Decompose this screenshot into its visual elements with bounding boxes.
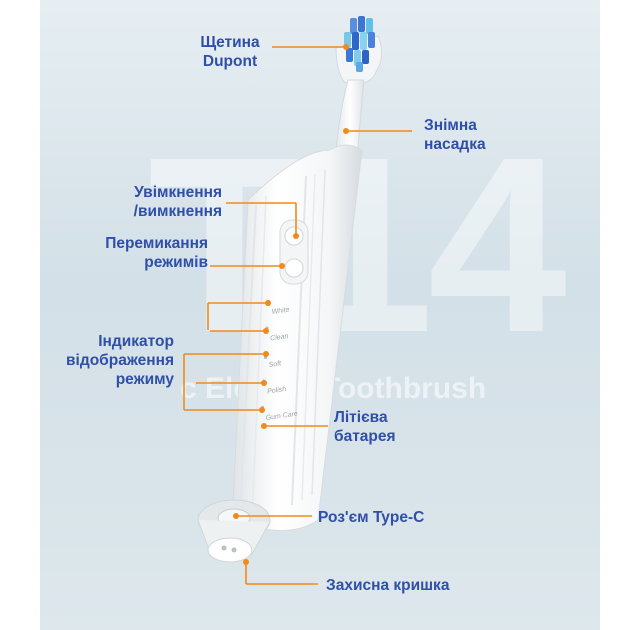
label-brush-head: Знімна насадка: [424, 117, 486, 153]
cap-icon: [207, 537, 253, 563]
mode-indicator-label: Clean: [270, 333, 289, 342]
mode-indicator-label: White: [271, 307, 290, 316]
mode-indicator-label: Polish: [267, 386, 287, 396]
label-cap: Захисна кришка: [326, 577, 450, 594]
label-mode-switch: Перемикання режимів: [105, 235, 208, 271]
mode-button-icon: [284, 258, 304, 278]
brush-head: [335, 16, 383, 85]
mode-indicator-label: Soft: [268, 360, 282, 369]
mode-indicator-label: Gum Care: [265, 411, 298, 422]
callout-lines: [183, 46, 412, 585]
label-power: Увімкнення /вимкнення: [133, 184, 222, 220]
handle: [231, 144, 363, 531]
label-battery: Літієва батарея: [334, 409, 396, 445]
label-bristles: Щетина Dupont: [200, 34, 260, 70]
bristles-icon: [344, 16, 375, 72]
bottom-cap: [197, 499, 271, 563]
button-panel: [279, 219, 309, 285]
brush-neck: [335, 79, 365, 151]
callout-dots: [233, 44, 349, 565]
label-mode-indicator: Індикатор відображення режиму: [66, 333, 174, 388]
label-usb-port: Роз'єм Type-C: [318, 509, 425, 526]
